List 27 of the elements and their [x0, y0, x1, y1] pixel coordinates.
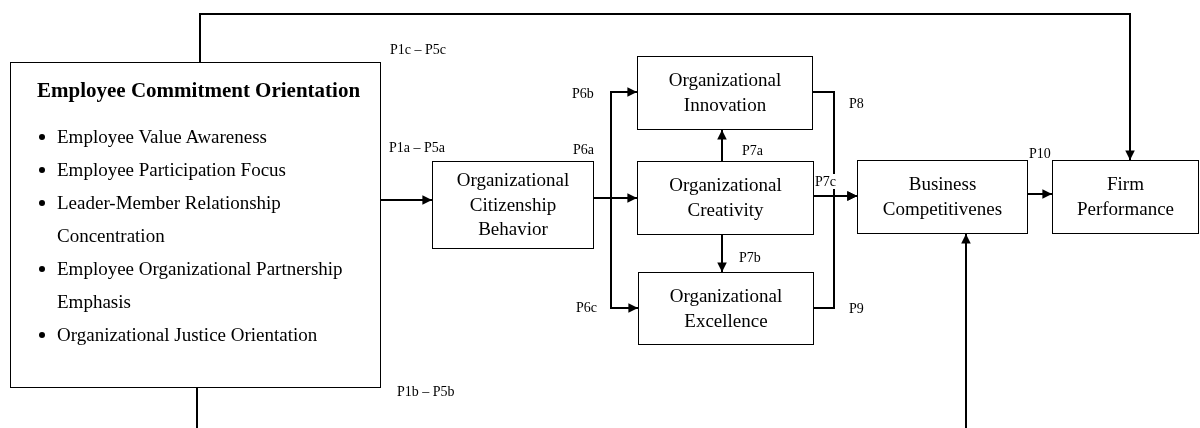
- arrow: [813, 191, 858, 309]
- concept-box: [637, 56, 813, 130]
- edge-label: P7c: [814, 174, 837, 190]
- box-label: Organizational Citizenship Behavior: [455, 167, 571, 242]
- bullet-item: Leader-Member Relationship Concentration: [57, 191, 282, 249]
- concept-box: [637, 161, 814, 235]
- concept-box: [10, 62, 381, 388]
- arrow: [380, 195, 433, 205]
- arrow: [1027, 189, 1053, 199]
- concept-box: [857, 160, 1028, 234]
- concept-box: [638, 272, 814, 345]
- concept-box: [1052, 160, 1199, 234]
- arrow: [717, 234, 727, 273]
- box-label: Organizational Innovation: [667, 68, 783, 117]
- box-label: Organizational Excellence: [668, 283, 784, 333]
- box-label: Business Competitivenes: [881, 172, 1004, 221]
- bullet-item: Employee Organizational Partnership Emphasis: [57, 257, 344, 315]
- box-heading: Employee Commitment Orientation: [37, 77, 361, 104]
- box-label: Firm Performance: [1075, 172, 1176, 221]
- arrow: [196, 233, 971, 428]
- bullet-item: Employee Value Awareness: [57, 125, 267, 150]
- bullet-item: Employee Participation Focus: [57, 158, 286, 183]
- box-label: Organizational Creativity: [668, 173, 783, 222]
- concept-box: [432, 161, 594, 249]
- bullet-item: Organizational Justice Orientation: [57, 323, 318, 348]
- arrow: [199, 13, 1135, 161]
- arrow: [717, 129, 727, 162]
